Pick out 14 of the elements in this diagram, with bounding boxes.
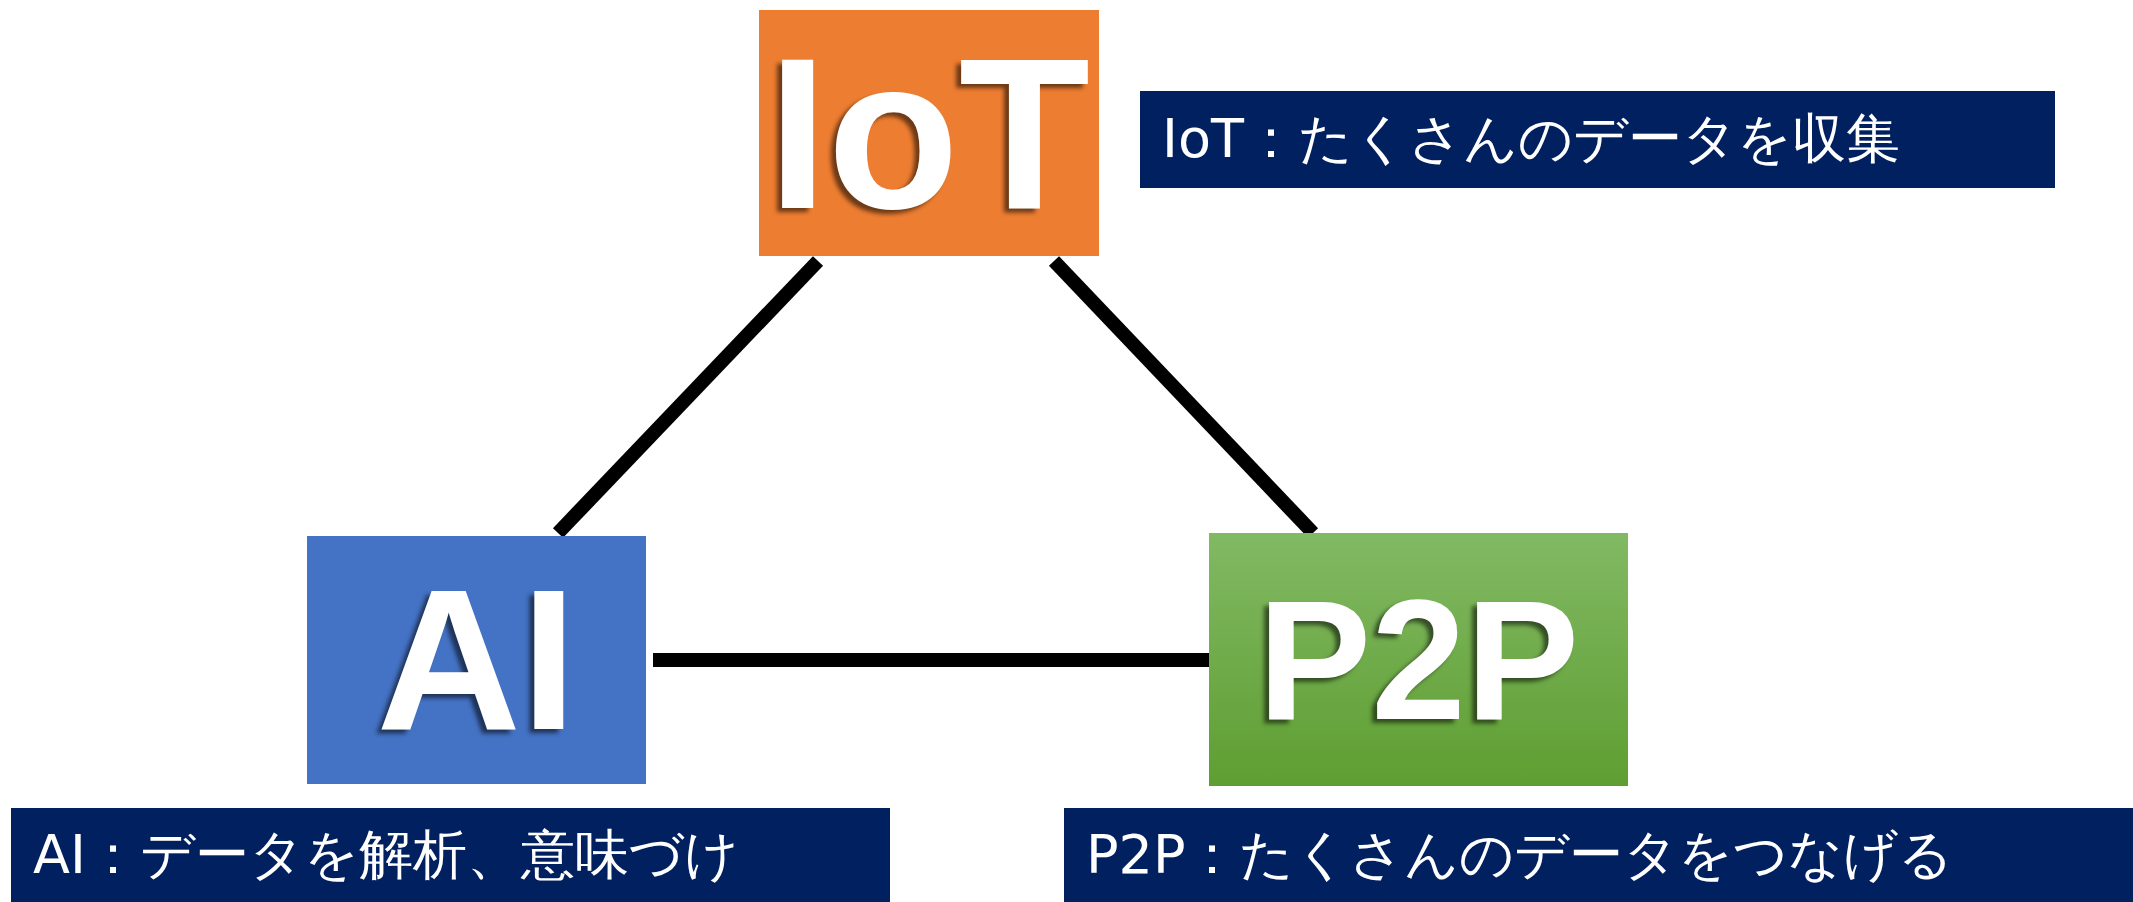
caption-text: IoT：たくさんのデータを収集 — [1162, 107, 1900, 172]
connector-line — [653, 653, 1209, 667]
caption-text: P2P：たくさんのデータをつなげる — [1086, 822, 1954, 888]
caption-box — [1064, 808, 2133, 902]
caption-text: AI：データを解析、意味づけ — [33, 822, 739, 888]
connector-line — [552, 256, 824, 538]
node-label: IoT — [767, 25, 1091, 241]
iot-box — [759, 10, 1099, 256]
p2p-box — [1209, 533, 1628, 786]
caption-box — [11, 808, 890, 902]
ai-box — [307, 536, 646, 784]
node-label: P2P — [1257, 574, 1580, 745]
caption-box — [1140, 91, 2055, 188]
node-label: AI — [376, 560, 577, 760]
